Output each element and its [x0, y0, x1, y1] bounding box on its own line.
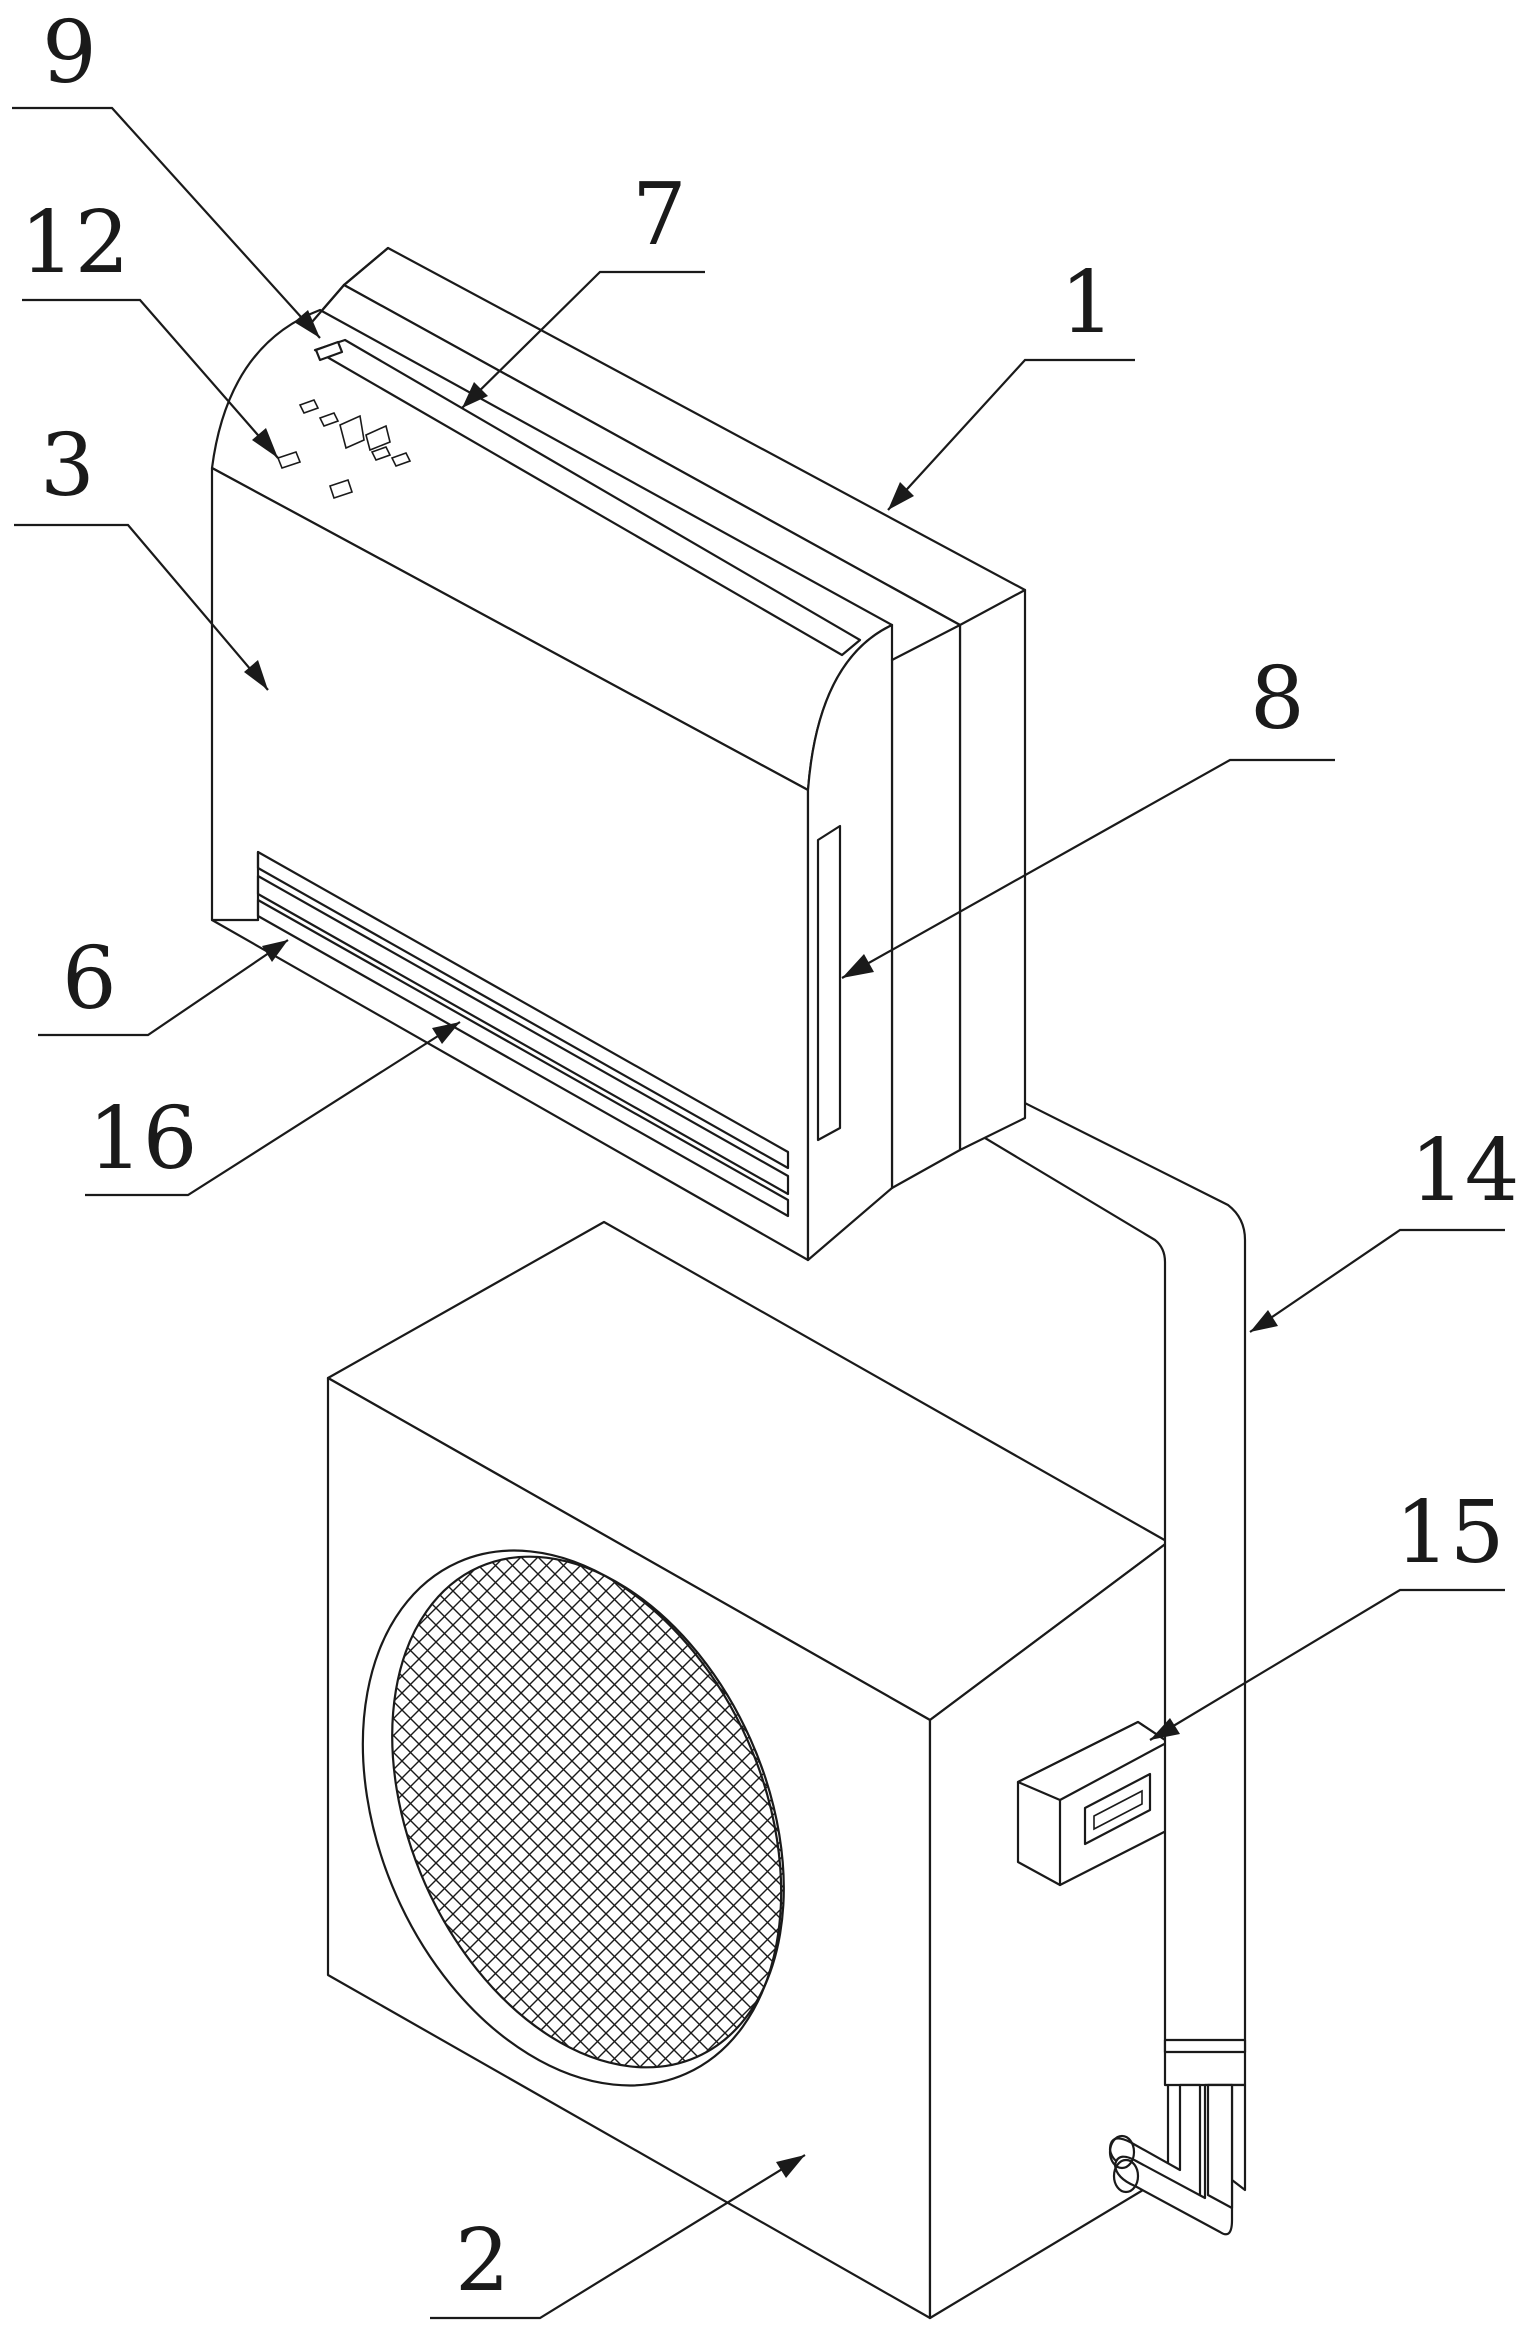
label-7: 7: [632, 165, 687, 265]
label-15: 15: [1395, 1483, 1504, 1583]
outdoor-unit: [316, 1220, 1170, 2320]
label-12: 12: [20, 193, 129, 293]
label-14: 14: [1410, 1121, 1519, 1221]
label-6: 6: [62, 929, 117, 1029]
reference-labels: 9 12 7 1 3 8 6 16 14 15 2: [20, 3, 1519, 2311]
label-1: 1: [1060, 253, 1115, 353]
indicator-light: [314, 340, 344, 362]
indoor-unit: [210, 246, 1027, 1262]
label-16: 16: [88, 1089, 197, 1189]
label-8: 8: [1250, 649, 1305, 749]
refrigerant-pipe: [969, 1086, 1247, 2236]
fan-grille-ring: [361, 1549, 783, 2087]
control-box: [1016, 1720, 1170, 1887]
label-9: 9: [42, 3, 97, 103]
bottom-louvers: [210, 850, 790, 1218]
label-3: 3: [40, 416, 95, 516]
control-buttons: [276, 399, 412, 500]
leader-lines: [12, 106, 1505, 2320]
side-slot: [816, 824, 842, 1142]
label-2: 2: [455, 2211, 510, 2311]
